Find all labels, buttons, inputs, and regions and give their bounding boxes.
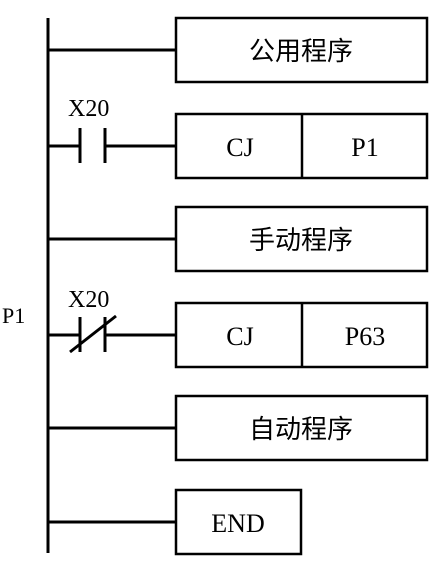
rung-2-operand: P1 (351, 133, 378, 162)
rung-1: 公用程序 (48, 16, 429, 84)
rung-6: END (48, 488, 303, 556)
rung-3-block-label: 手动程序 (249, 226, 353, 256)
rung-2-contact-label: X20 (68, 96, 109, 122)
rung-1-block (174, 16, 429, 84)
rung-2: X20 CJ P1 (48, 96, 429, 180)
rung-4-instruction: CJ (226, 322, 253, 351)
rung-1-block-label: 公用程序 (249, 37, 353, 67)
rung-5: 自动程序 (48, 394, 429, 462)
rung-5-block-label: 自动程序 (249, 415, 353, 445)
rung-3: 手动程序 (48, 205, 429, 273)
rung-4-contact-slash (69, 314, 117, 354)
rung-5-block (174, 394, 429, 462)
rung-2-instruction: CJ (226, 133, 253, 162)
rung-6-block-label: END (211, 509, 264, 538)
rung-4-operand: P63 (345, 322, 385, 351)
rail-label: P1 (2, 303, 25, 328)
rung-4-contact-label: X20 (68, 287, 109, 313)
rung-4: X20 CJ P63 (48, 287, 429, 369)
rung-3-block (174, 205, 429, 273)
rung-6-block (174, 488, 303, 556)
